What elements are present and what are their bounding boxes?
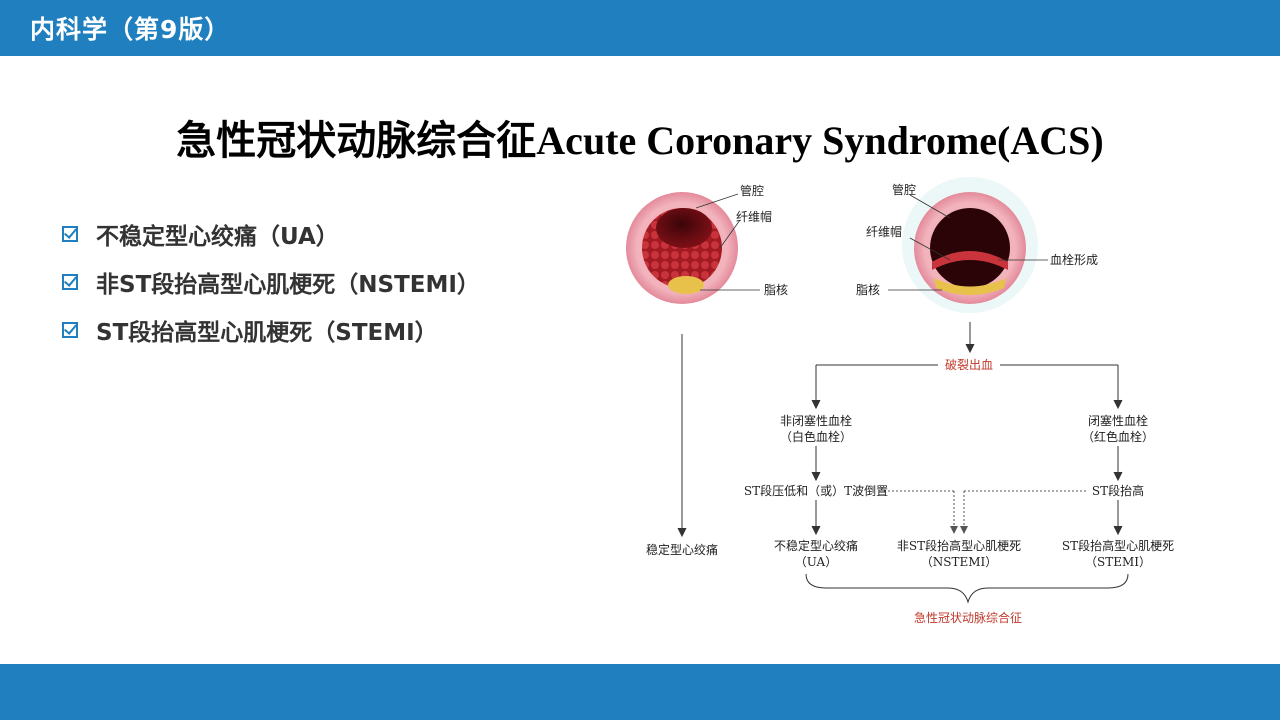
node-nonocclusive-1: 非闭塞性血栓 [780,413,852,428]
label-thrombus: 血栓形成 [1050,252,1098,267]
book-title: 内科学（第9版） [30,15,231,44]
node-rupture: 破裂出血 [945,357,993,372]
node-stemi-2: （STEMI） [1085,555,1151,569]
checkbox-icon [62,274,78,290]
node-nstemi-1: 非ST段抬高型心肌梗死 [897,538,1021,553]
bullet-text: 非ST段抬高型心肌梗死（NSTEMI） [96,272,480,298]
acs-brace [805,573,1129,604]
node-nonocclusive-2: （白色血栓） [780,429,852,444]
slide-title: 急性冠状动脉综合征Acute Coronary Syndrome(ACS) [0,108,1280,166]
node-st-elevation: ST段抬高 [1092,483,1144,498]
bullet-text: 不稳定型心绞痛（UA） [96,224,339,250]
bullet-text: ST段抬高型心肌梗死（STEMI） [96,320,438,346]
label-cap-right: 纤维帽 [866,224,902,239]
node-ua-1: 不稳定型心绞痛 [774,538,858,553]
label-cap-left: 纤维帽 [736,209,772,224]
node-ua-2: （UA） [795,555,837,569]
vessel-stable-labels: 管腔 纤维帽 脂核 [695,183,788,297]
bullet-list: 不稳定型心绞痛（UA） 非ST段抬高型心肌梗死（NSTEMI） ST段抬高型心肌… [62,210,480,354]
slide-title-en: Acute Coronary Syndrome(ACS) [536,118,1104,163]
header-bar: 内科学（第9版） [0,0,1280,56]
node-acs: 急性冠状动脉综合征 [914,610,1022,625]
vessel-ruptured-labels: 管腔 纤维帽 血栓形成 脂核 [856,182,1098,297]
node-stable-angina: 稳定型心绞痛 [646,542,718,557]
footer-bar [0,664,1280,720]
node-nstemi-2: （NSTEMI） [921,555,998,569]
node-st-depression: ST段压低和（或）T波倒置 [744,483,888,498]
slide-title-zh: 急性冠状动脉综合征 [176,118,537,164]
vessel-ruptured-illustration [902,177,1038,313]
label-lumen-right: 管腔 [892,182,916,197]
dotted-connectors [884,490,1088,534]
label-core-left: 脂核 [764,282,788,297]
list-item: 不稳定型心绞痛（UA） [62,210,480,258]
flow-arrows [677,322,1123,538]
list-item: ST段抬高型心肌梗死（STEMI） [62,306,480,354]
acs-pathway-diagram: 管腔 纤维帽 脂核 管腔 纤维帽 血栓形成 脂核 [620,170,1220,640]
node-occlusive-1: 闭塞性血栓 [1088,413,1148,428]
checkbox-icon [62,322,78,338]
list-item: 非ST段抬高型心肌梗死（NSTEMI） [62,258,480,306]
checkbox-icon [62,226,78,242]
node-stemi-1: ST段抬高型心肌梗死 [1062,538,1174,553]
label-core-right: 脂核 [856,282,880,297]
label-lumen-left: 管腔 [740,183,764,198]
vessel-stable-illustration [626,192,738,304]
node-occlusive-2: （红色血栓） [1082,429,1154,444]
